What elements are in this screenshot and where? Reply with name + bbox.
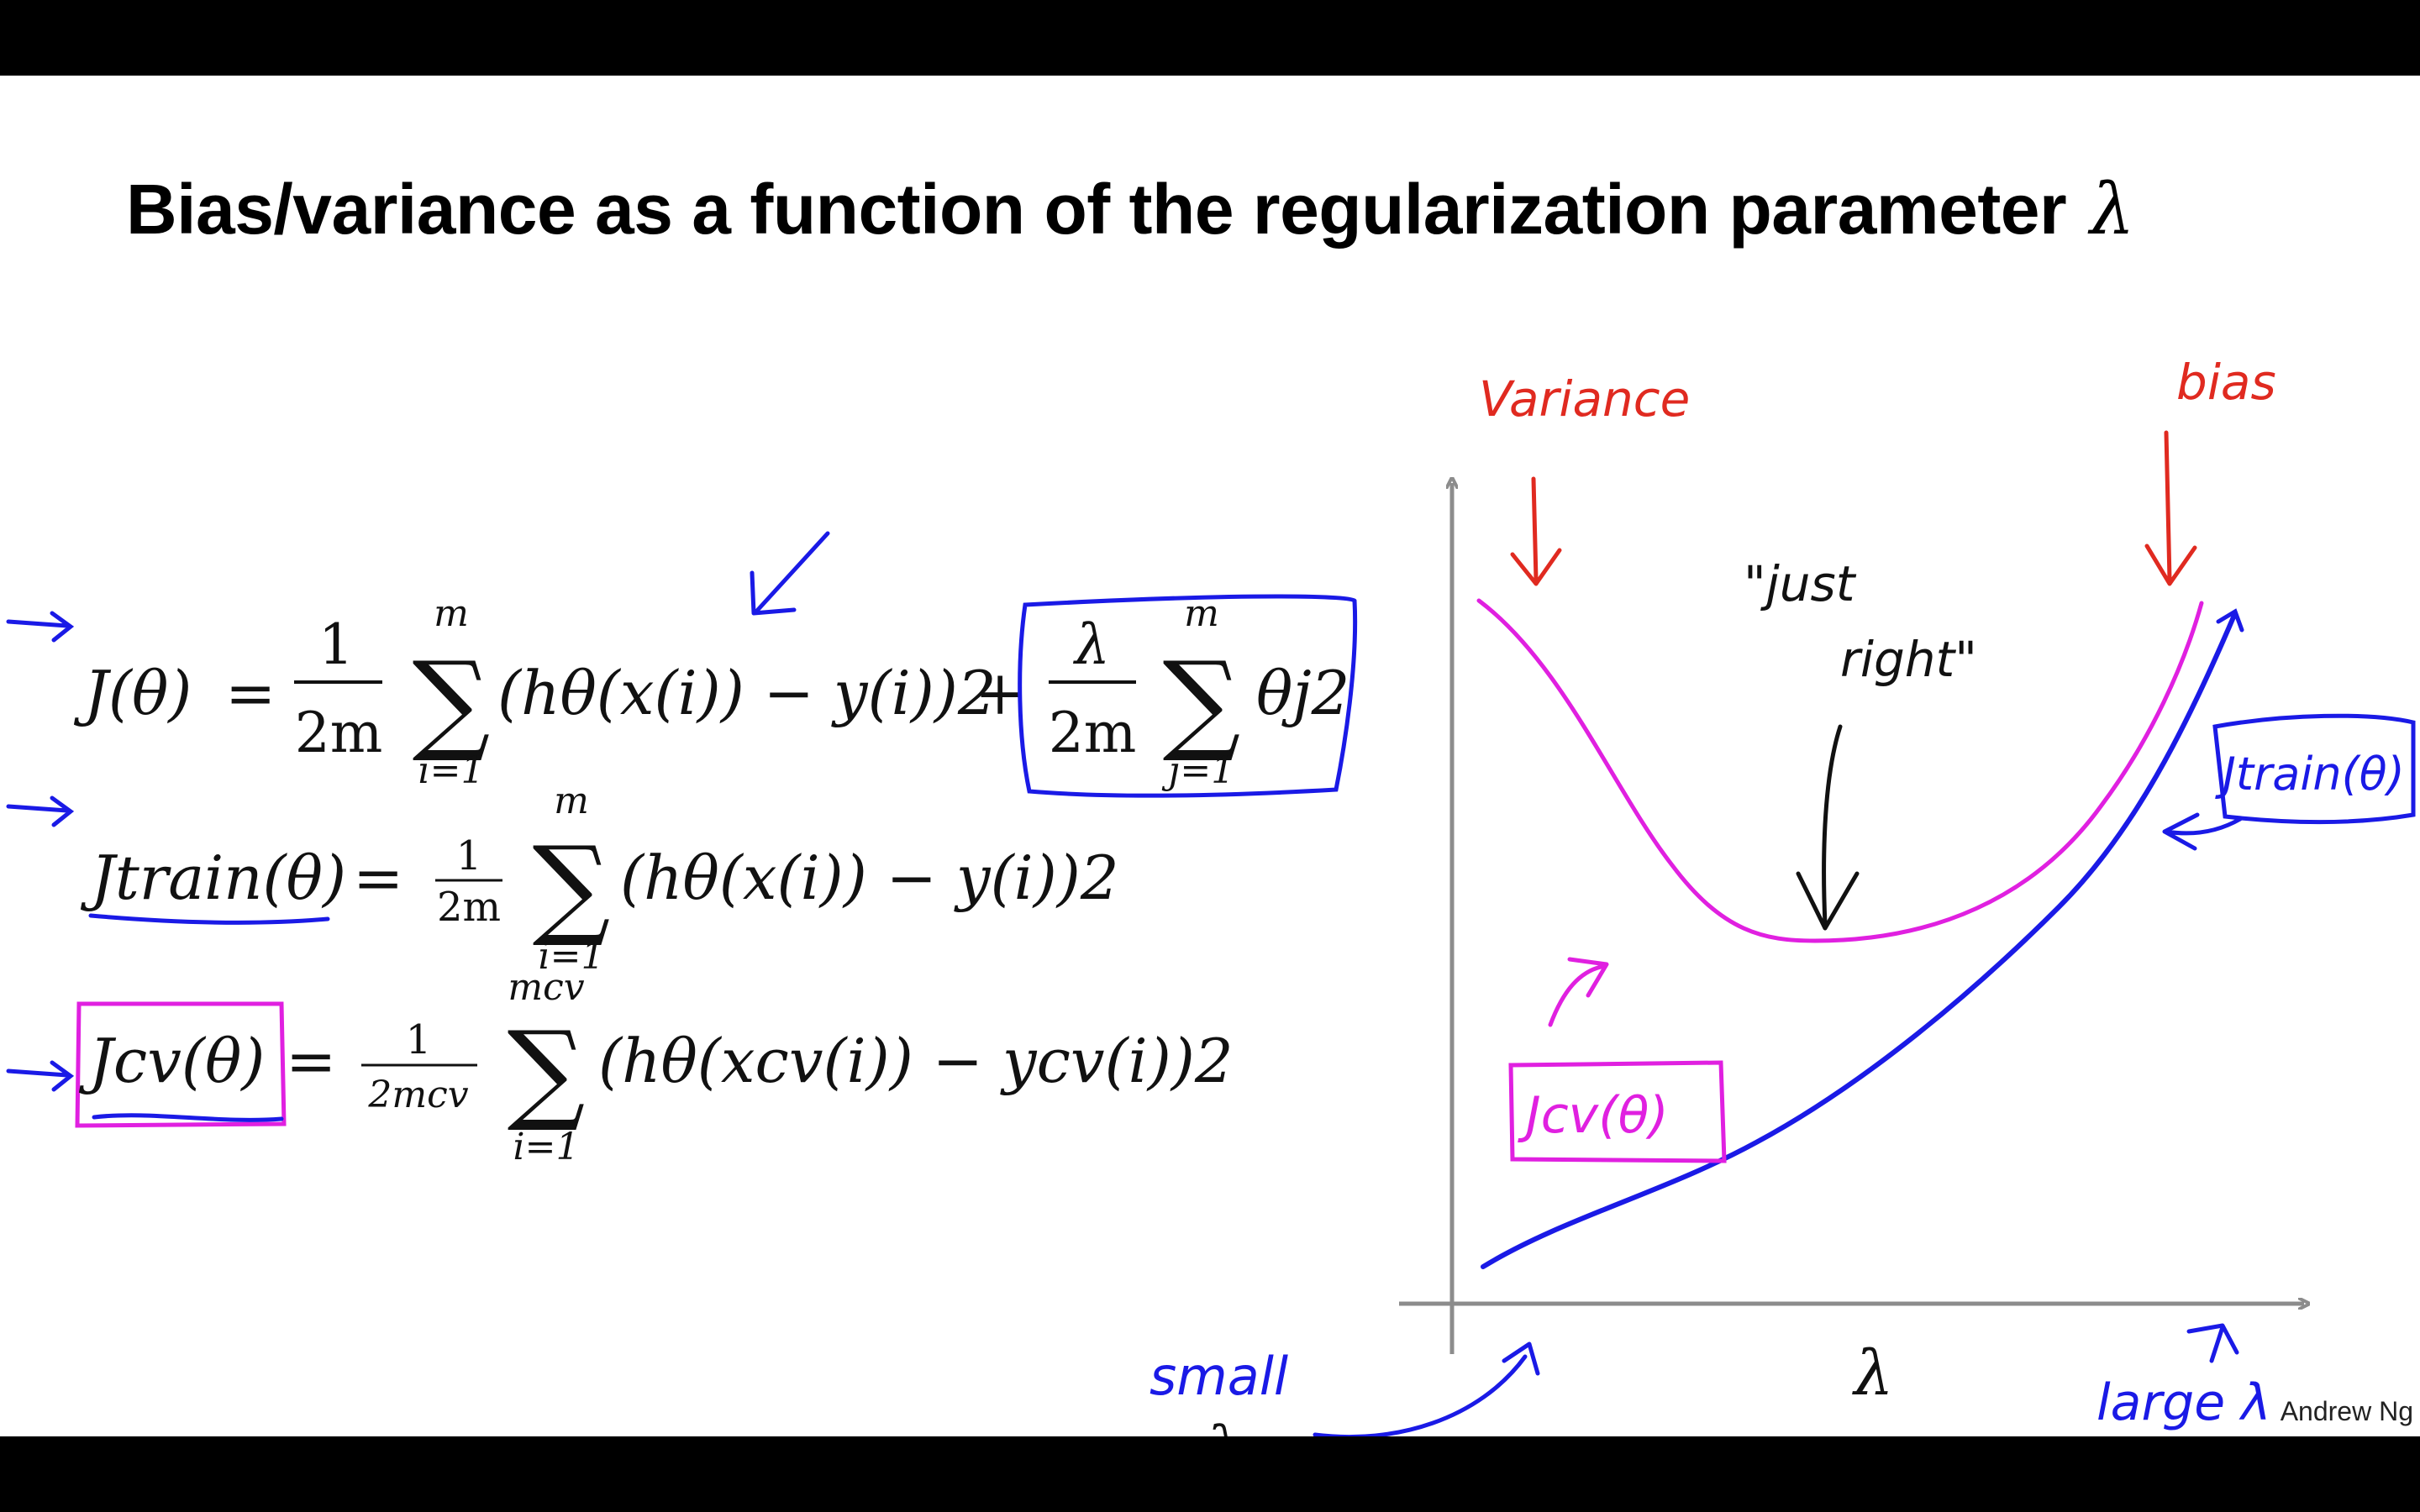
eq3-sum-sign: ∑ xyxy=(508,1007,586,1135)
eq1-sum-top: m xyxy=(434,592,469,635)
cv-error-curve xyxy=(1476,598,2204,943)
variance-down-arrow-icon xyxy=(1510,476,1562,586)
small-lambda-symbol: λ xyxy=(1203,1415,1241,1436)
regularization-term-highlight-box xyxy=(1018,594,1358,798)
eq1-reg-num: λ xyxy=(1072,612,1110,677)
eq2-frac-num: 1 xyxy=(456,832,482,879)
bias-down-arrow-icon xyxy=(2144,430,2197,586)
equation-train-cost: Jtrain(θ) = 1 2m m ∑ i=1 (hθ(x(i)) − y(i… xyxy=(6,780,1119,978)
eq1-reg-den: 2m xyxy=(1049,701,1137,765)
jtrain-pointer-arrow-icon xyxy=(2162,812,2243,851)
just-right-down-arrow-icon xyxy=(1796,724,1860,931)
eq1-plus: + xyxy=(975,658,1025,728)
just-right-label-line1: "just xyxy=(1744,555,1857,612)
small-label: small xyxy=(1150,1346,1288,1407)
eq3-sum-top: mcv xyxy=(508,966,584,1009)
pointer-arrow-icon xyxy=(6,1060,75,1092)
eq2-lhs: Jtrain(θ) xyxy=(80,843,346,913)
just-right-label-line2: right" xyxy=(1840,631,1977,688)
eq1-sum-bottom: i=1 xyxy=(418,749,485,792)
eq2-frac-den: 2m xyxy=(437,884,501,931)
pointer-arrow-icon xyxy=(6,795,75,827)
slide-drawing-canvas: J(θ) = 1 2m m ∑ i=1 (hθ(x(i)) − y(i))2 +… xyxy=(6,354,2416,1436)
eq1-frac-den: 2m xyxy=(295,701,383,765)
bias-variance-plot: λ Variance bias "just right" Jcv(θ) Jtra… xyxy=(1150,354,2416,1436)
train-error-curve xyxy=(1481,611,2238,1269)
eq1-frac-num: 1 xyxy=(318,612,354,677)
eq1-reg-sum-sign: ∑ xyxy=(1163,638,1241,765)
eq2-sum-sign: ∑ xyxy=(533,822,611,950)
variance-label: Variance xyxy=(1479,370,1690,428)
eq3-frac-den: 2mcv xyxy=(367,1074,468,1116)
lecture-slide: Bias/variance as a function of the regul… xyxy=(0,76,2420,1436)
title-lambda-symbol: λ xyxy=(2090,168,2134,250)
x-axis-lambda-label: λ xyxy=(1852,1337,1894,1410)
eq3-frac-num: 1 xyxy=(406,1016,432,1063)
cv-cost-highlight-box xyxy=(75,1001,287,1128)
eq3-lhs: Jcv(θ) xyxy=(78,1026,265,1096)
eq2-equals: = xyxy=(353,843,403,913)
equation-cv-cost: Jcv(θ) = 1 2mcv mcv ∑ i=1 (hθ(xcv(i)) − … xyxy=(6,966,1234,1168)
cv-cost-underline xyxy=(92,1113,284,1122)
eq1-equals: = xyxy=(225,658,276,728)
eq1-body: (hθ(x(i)) − y(i))2 xyxy=(497,658,997,728)
jtrain-label-box xyxy=(2212,713,2416,824)
eq1-sum-sign: ∑ xyxy=(413,638,491,765)
equation-cost-regularized: J(θ) = 1 2m m ∑ i=1 (hθ(x(i)) − y(i))2 +… xyxy=(6,531,1358,798)
eq2-sum-bottom: i=1 xyxy=(539,935,605,978)
jcv-label-box xyxy=(1508,1060,1727,1163)
jtrain-label: Jtrain(θ) xyxy=(2215,748,2405,801)
jcv-pointer-arrow-icon xyxy=(1548,957,1609,1027)
bias-label: bias xyxy=(2176,354,2276,411)
eq3-equals: = xyxy=(286,1026,336,1096)
pointer-arrow-icon xyxy=(6,611,75,643)
eq2-body: (hθ(x(i)) − y(i))2 xyxy=(620,843,1119,913)
author-credit: Andrew Ng xyxy=(2280,1396,2413,1426)
large-lambda-up-arrow-icon xyxy=(2186,1323,2239,1363)
large-lambda-label: large λ xyxy=(2096,1373,2271,1432)
eq1-reg-body: θj2 xyxy=(1256,658,1349,728)
slide-title: Bias/variance as a function of the regul… xyxy=(126,168,2134,250)
eq1-lhs: J(θ) xyxy=(73,658,192,728)
eq3-sum-bottom: i=1 xyxy=(513,1126,580,1168)
jcv-label: Jcv(θ) xyxy=(1518,1086,1669,1145)
regularization-pointer-arrow-icon xyxy=(750,531,830,616)
train-cost-underline xyxy=(88,913,330,925)
eq2-sum-top: m xyxy=(554,780,589,822)
eq3-body: (hθ(xcv(i)) − ycv(i))2 xyxy=(598,1026,1234,1096)
title-text: Bias/variance as a function of the regul… xyxy=(126,170,2067,249)
eq1-reg-sum-bottom: j=1 xyxy=(1161,749,1235,792)
train-curve-end-mark xyxy=(2216,608,2244,633)
small-lambda-arrow-icon xyxy=(1313,1341,1540,1436)
